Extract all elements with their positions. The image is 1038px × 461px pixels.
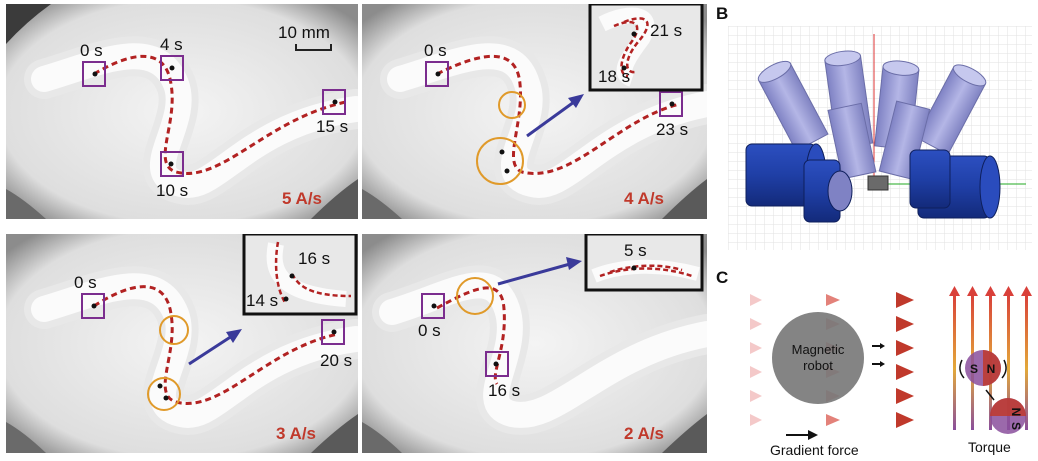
scale-bar-label: 10 mm — [278, 23, 330, 42]
time-label: 23 s — [656, 120, 688, 139]
rate-label: 4 A/s — [624, 189, 664, 208]
zoom-arrow — [497, 262, 571, 286]
time-label: 10 s — [156, 181, 188, 200]
position-box — [322, 89, 346, 115]
zoom-inset: 21 s 18 s — [588, 4, 704, 92]
position-box — [160, 55, 184, 81]
robot-label: robot — [803, 358, 833, 373]
zoom-inset: 5 s — [584, 234, 704, 292]
trajectory-path — [436, 54, 681, 175]
panel-label-c: C — [716, 268, 729, 287]
time-label: 0 s — [418, 321, 441, 340]
rotation-arrow — [985, 389, 995, 401]
trajectory-path — [93, 285, 339, 405]
rate-label: 5 A/s — [282, 189, 322, 208]
zoom-arrow — [188, 334, 233, 366]
highlight-circle — [498, 91, 526, 119]
time-label: 16 s — [488, 381, 520, 400]
highlight-circle — [456, 277, 494, 315]
position-box — [82, 61, 106, 87]
time-label: 0 s — [424, 41, 447, 60]
photo-panel-4as: 0 s 23 s 21 s 18 s 4 A/s — [362, 4, 707, 219]
force-diagram-panel: Magnetic robot Gradient force S N N S To… — [728, 284, 1034, 458]
trajectory-path — [93, 54, 347, 175]
zoom-arrow — [526, 100, 575, 138]
position-box — [485, 351, 509, 377]
inset-time-label: 14 s — [246, 291, 278, 310]
dipole-magnet-top: S N — [959, 350, 1007, 386]
inset-time-label: 5 s — [624, 241, 647, 260]
trajectory-path — [436, 286, 506, 385]
time-label: 20 s — [320, 351, 352, 370]
time-label: 4 s — [160, 35, 183, 54]
svg-text:S: S — [1009, 422, 1023, 430]
position-box — [425, 61, 449, 87]
highlight-circle — [147, 377, 181, 411]
photo-panel-5as: 0 s 4 s 10 s 15 s 10 mm 5 A/s — [6, 4, 358, 219]
torque-label: Torque — [968, 439, 1011, 455]
zoom-inset: 16 s 14 s — [242, 234, 358, 316]
highlight-circle — [476, 137, 524, 185]
magnetic-robot — [772, 312, 864, 404]
electromagnet-array — [745, 50, 1001, 223]
time-label: 0 s — [74, 273, 97, 292]
force-arrows-small — [872, 343, 885, 367]
scale-bar — [295, 44, 332, 51]
electromagnet-model-panel — [728, 26, 1032, 250]
inset-time-label: 18 s — [598, 67, 630, 86]
position-box — [659, 91, 683, 117]
position-box — [81, 293, 105, 319]
photo-panel-3as: 0 s 20 s 16 s 14 s 3 A/s — [6, 234, 358, 453]
svg-text:N: N — [987, 362, 996, 376]
time-label: 15 s — [316, 117, 348, 136]
inset-time-label: 16 s — [298, 249, 330, 268]
rate-label: 3 A/s — [276, 424, 316, 443]
highlight-circle — [159, 315, 189, 345]
svg-text:N: N — [1009, 408, 1023, 417]
time-label: 0 s — [80, 41, 103, 60]
gradient-force-label: Gradient force — [770, 442, 859, 458]
position-box — [160, 151, 184, 177]
panel-label-b: B — [716, 4, 729, 23]
photo-panel-2as: 0 s 16 s 5 s 2 A/s — [362, 234, 707, 453]
dipole-magnet-bottom: N S — [990, 398, 1026, 434]
svg-text:S: S — [970, 362, 978, 376]
inset-time-label: 21 s — [650, 21, 682, 40]
position-box — [421, 293, 445, 319]
robot-label: Magnetic — [792, 342, 845, 357]
rate-label: 2 A/s — [624, 424, 664, 443]
position-box — [321, 319, 345, 345]
dark-corner — [6, 4, 51, 44]
